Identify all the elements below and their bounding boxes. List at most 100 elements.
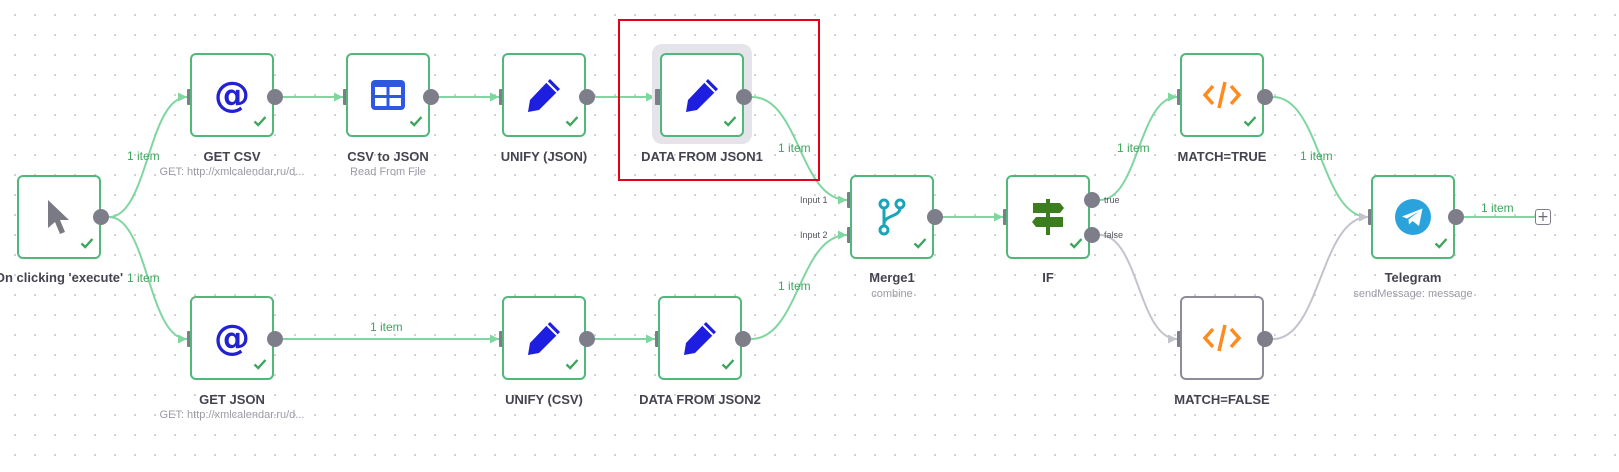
output-port-false[interactable] xyxy=(1084,227,1100,243)
node-title: Merge1 xyxy=(869,270,915,285)
pencil-icon xyxy=(525,76,563,114)
cursor-arrow-icon xyxy=(42,198,76,236)
edge-label: 1 item xyxy=(1481,201,1514,215)
success-check-icon xyxy=(1434,236,1448,254)
connection-arrowhead xyxy=(1359,212,1368,222)
success-check-icon xyxy=(1069,236,1083,254)
node-telegram[interactable] xyxy=(1371,175,1455,259)
connection-manual-to-get-csv[interactable] xyxy=(108,96,188,218)
output-port[interactable] xyxy=(579,331,595,347)
node-title: DATA FROM JSON2 xyxy=(639,392,761,407)
edge-label: 1 item xyxy=(127,271,160,285)
at-sign-icon: @ xyxy=(212,318,252,358)
node-subtitle: GET: http://xmlcalendar.ru/d... xyxy=(159,409,305,421)
pencil-icon xyxy=(683,76,721,114)
success-check-icon xyxy=(721,357,735,375)
node-title: UNIFY (CSV) xyxy=(505,392,583,407)
success-check-icon xyxy=(253,357,267,375)
connection-arrowhead xyxy=(1168,334,1177,344)
node-subtitle: combine xyxy=(871,288,913,300)
output-port[interactable] xyxy=(1448,209,1464,225)
node-unify-json[interactable] xyxy=(502,53,586,137)
merge-icon xyxy=(876,197,908,237)
output-port[interactable] xyxy=(1257,89,1273,105)
node-title: MATCH=FALSE xyxy=(1174,392,1270,407)
success-check-icon xyxy=(565,357,579,375)
connection-data-json1-to-merge[interactable] xyxy=(751,96,848,201)
output-port[interactable] xyxy=(736,89,752,105)
node-subtitle: sendMessage: message xyxy=(1353,288,1473,300)
output-port[interactable] xyxy=(267,331,283,347)
node-match-false[interactable] xyxy=(1180,296,1264,380)
node-if[interactable] xyxy=(1006,175,1090,259)
edge-label: 1 item xyxy=(370,320,403,334)
node-title: UNIFY (JSON) xyxy=(500,149,588,164)
port-label-input-2: Input 2 xyxy=(800,230,828,240)
node-data-from-json1[interactable] xyxy=(660,53,744,137)
port-label-input-1: Input 1 xyxy=(800,195,828,205)
output-port[interactable] xyxy=(735,331,751,347)
node-csv-to-json[interactable] xyxy=(346,53,430,137)
connection-arrowhead xyxy=(646,334,655,344)
edge-label: 1 item xyxy=(127,149,160,163)
node-title: CSV to JSON xyxy=(347,149,429,164)
connection-data-json2-to-merge[interactable] xyxy=(750,234,848,340)
output-port[interactable] xyxy=(423,89,439,105)
telegram-icon xyxy=(1394,198,1432,236)
node-data-from-json2[interactable] xyxy=(658,296,742,380)
node-manual-trigger[interactable] xyxy=(17,175,101,259)
connection-manual-to-get-json[interactable] xyxy=(108,216,188,340)
node-subtitle: Read From File xyxy=(350,166,426,178)
node-title: GET CSV xyxy=(203,149,261,164)
node-title: On clicking 'execute' xyxy=(0,270,124,285)
svg-text:@: @ xyxy=(214,75,250,115)
add-node-button[interactable]: + xyxy=(1535,209,1551,225)
success-check-icon xyxy=(80,236,94,254)
node-subtitle: GET: http://xmlcalendar.ru/d... xyxy=(159,166,305,178)
success-check-icon xyxy=(1243,114,1257,132)
node-get-csv[interactable]: @ xyxy=(190,53,274,137)
connection-match-false-to-telegram[interactable] xyxy=(1272,216,1369,340)
code-icon xyxy=(1202,321,1242,355)
output-port[interactable] xyxy=(1257,331,1273,347)
edge-label: 1 item xyxy=(778,279,811,293)
node-title: Telegram xyxy=(1384,270,1442,285)
pencil-icon xyxy=(525,319,563,357)
output-port[interactable] xyxy=(579,89,595,105)
edge-label: 1 item xyxy=(1300,149,1333,163)
success-check-icon xyxy=(723,114,737,132)
success-check-icon xyxy=(565,114,579,132)
output-port-true[interactable] xyxy=(1084,192,1100,208)
success-check-icon xyxy=(913,236,927,254)
node-get-json[interactable]: @ xyxy=(190,296,274,380)
connection-arrowhead xyxy=(178,92,187,102)
connection-if-true-to-match-true[interactable] xyxy=(1099,96,1178,201)
connection-arrowhead xyxy=(178,334,187,344)
connection-arrowhead xyxy=(334,92,343,102)
edge-label: 1 item xyxy=(1117,141,1150,155)
connection-arrowhead xyxy=(838,230,847,240)
node-unify-csv[interactable] xyxy=(502,296,586,380)
output-port[interactable] xyxy=(267,89,283,105)
connection-match-true-to-telegram[interactable] xyxy=(1272,96,1369,218)
connection-arrowhead xyxy=(646,92,655,102)
success-check-icon xyxy=(409,114,423,132)
pencil-icon xyxy=(681,319,719,357)
output-port[interactable] xyxy=(927,209,943,225)
table-icon xyxy=(370,79,406,111)
edge-label: 1 item xyxy=(778,141,811,155)
node-title: IF xyxy=(1042,270,1054,285)
connection-arrowhead xyxy=(994,212,1003,222)
node-match-true[interactable] xyxy=(1180,53,1264,137)
code-icon xyxy=(1202,78,1242,112)
node-merge1[interactable] xyxy=(850,175,934,259)
output-port[interactable] xyxy=(93,209,109,225)
at-sign-icon: @ xyxy=(212,75,252,115)
input-port[interactable] xyxy=(655,89,661,105)
connection-arrowhead xyxy=(838,195,847,205)
connection-if-false-to-match-false[interactable] xyxy=(1099,234,1178,340)
connection-arrowhead xyxy=(490,334,499,344)
node-title: MATCH=TRUE xyxy=(1177,149,1267,164)
